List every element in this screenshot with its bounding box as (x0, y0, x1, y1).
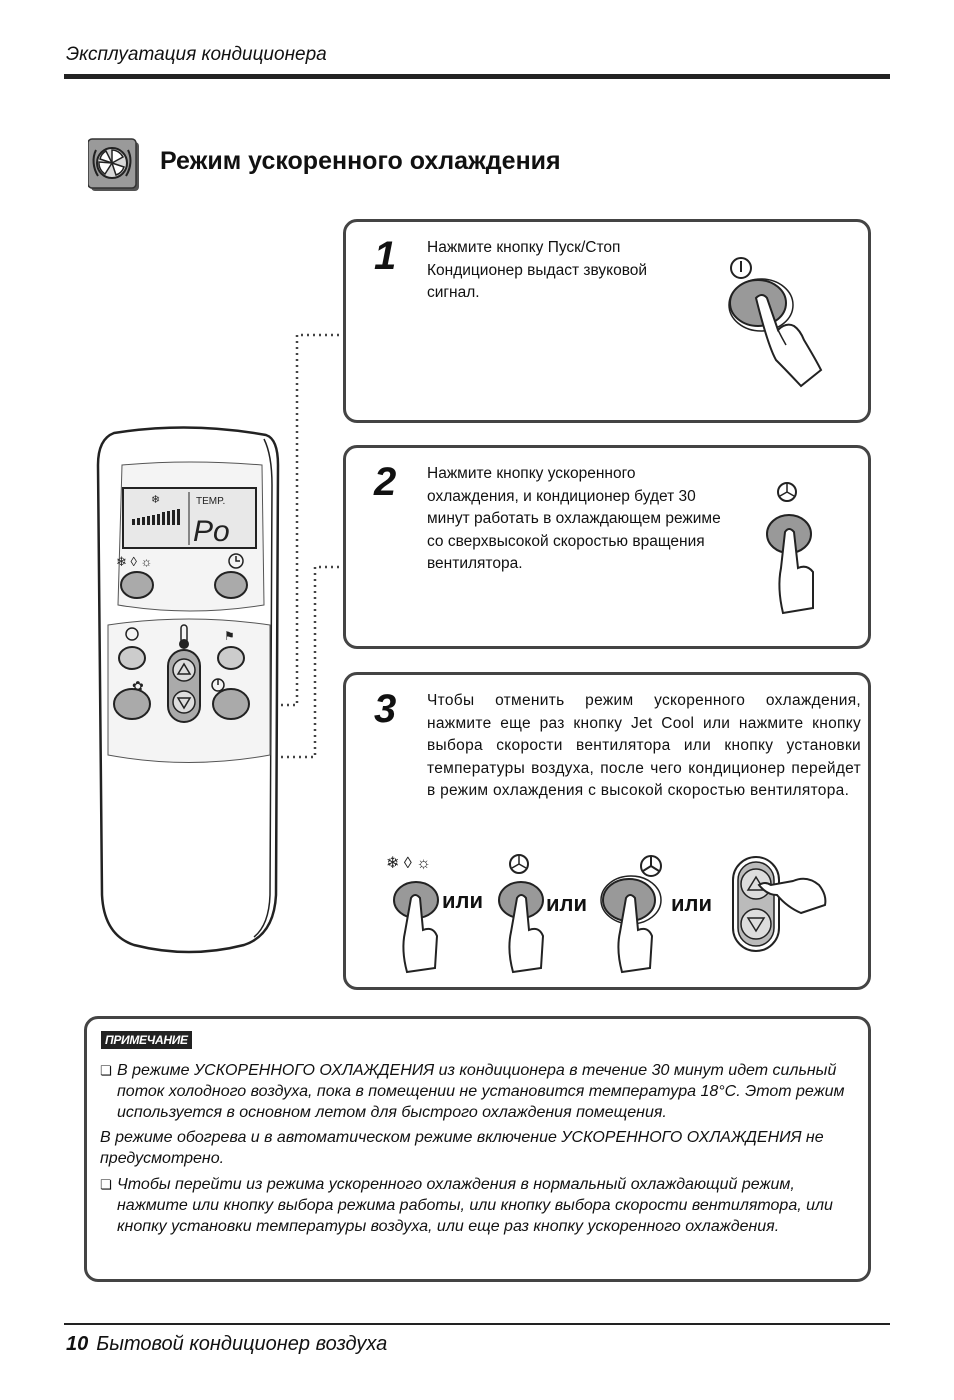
section-header: Эксплуатация кондиционера (66, 44, 327, 65)
step-2-panel: 2 Нажмите кнопку ускоренного охлаждения,… (343, 445, 871, 649)
fan-speed-button-hand-icon (600, 855, 662, 974)
power-button-hand-icon (728, 257, 823, 388)
header-rule (64, 74, 890, 79)
page-number: 10 (66, 1333, 89, 1355)
note-item-2: ❏ Чтобы перейти из режима ускоренного ох… (100, 1174, 850, 1237)
jet-cool-icon (87, 138, 140, 192)
step-1-panel: 1 Нажмите кнопку Пуск/Стоп Кондиционер в… (343, 219, 871, 423)
step-number: 3 (374, 687, 397, 731)
or-label: или (671, 891, 713, 916)
jet-cool-button-hand-icon (498, 854, 545, 974)
step-1-text: Нажмите кнопку Пуск/Стоп Кондиционер выд… (427, 239, 648, 301)
or-label: или (442, 888, 484, 913)
note-item-1: ❏ В режиме УСКОРЕННОГО ОХЛАЖДЕНИЯ из кон… (100, 1060, 850, 1123)
step-3-text: Чтобы отменить режим ускоренного охлажде… (427, 692, 861, 799)
step-3-panel: 3 Чтобы отменить режим ускоренного охлаж… (343, 672, 871, 990)
svg-text:❄: ❄ (151, 494, 160, 506)
svg-text:TEMP.: TEMP. (196, 496, 225, 507)
or-label: или (546, 891, 588, 916)
checkbox-bullet-icon: ❏ (100, 1177, 112, 1192)
mode-button-hand-icon: ❄ ◊ ☼ (386, 855, 439, 974)
page-title: Режим ускоренного охлаждения (160, 147, 561, 175)
note-panel (84, 1016, 871, 1282)
note-item-2-text: Чтобы перейти из режима ускоренного охла… (117, 1176, 833, 1235)
footer-title: Бытовой кондиционер воздуха (96, 1333, 388, 1355)
svg-text:✿: ✿ (132, 678, 144, 694)
svg-text:⚑: ⚑ (224, 629, 235, 643)
step-2-text: Нажмите кнопку ускоренного охлаждения, и… (427, 465, 721, 572)
svg-text:❄ ◊ ☼: ❄ ◊ ☼ (386, 855, 431, 872)
jet-cool-button-hand-icon (766, 482, 814, 615)
step-number: 1 (374, 234, 397, 278)
note-item-1-text: В режиме УСКОРЕННОГО ОХЛАЖДЕНИЯ из конди… (117, 1062, 845, 1121)
svg-text:❄ ◊ ☼: ❄ ◊ ☼ (116, 554, 152, 569)
checkbox-bullet-icon: ❏ (100, 1063, 112, 1078)
page-footer: 10 Бытовой кондиционер воздуха (66, 1333, 387, 1356)
note-paragraph: В режиме обогрева и в автоматическом реж… (100, 1129, 824, 1167)
step-number: 2 (374, 460, 397, 504)
note-badge: ПРИМЕЧАНИЕ (101, 1031, 192, 1049)
svg-text:Po: Po (193, 515, 230, 548)
footer-rule (64, 1323, 890, 1325)
remote-control: ❄ TEMP. Po ❄ ◊ ☼ ⚑ ✿ (94, 425, 284, 960)
temperature-buttons-hand-icon (732, 856, 827, 952)
